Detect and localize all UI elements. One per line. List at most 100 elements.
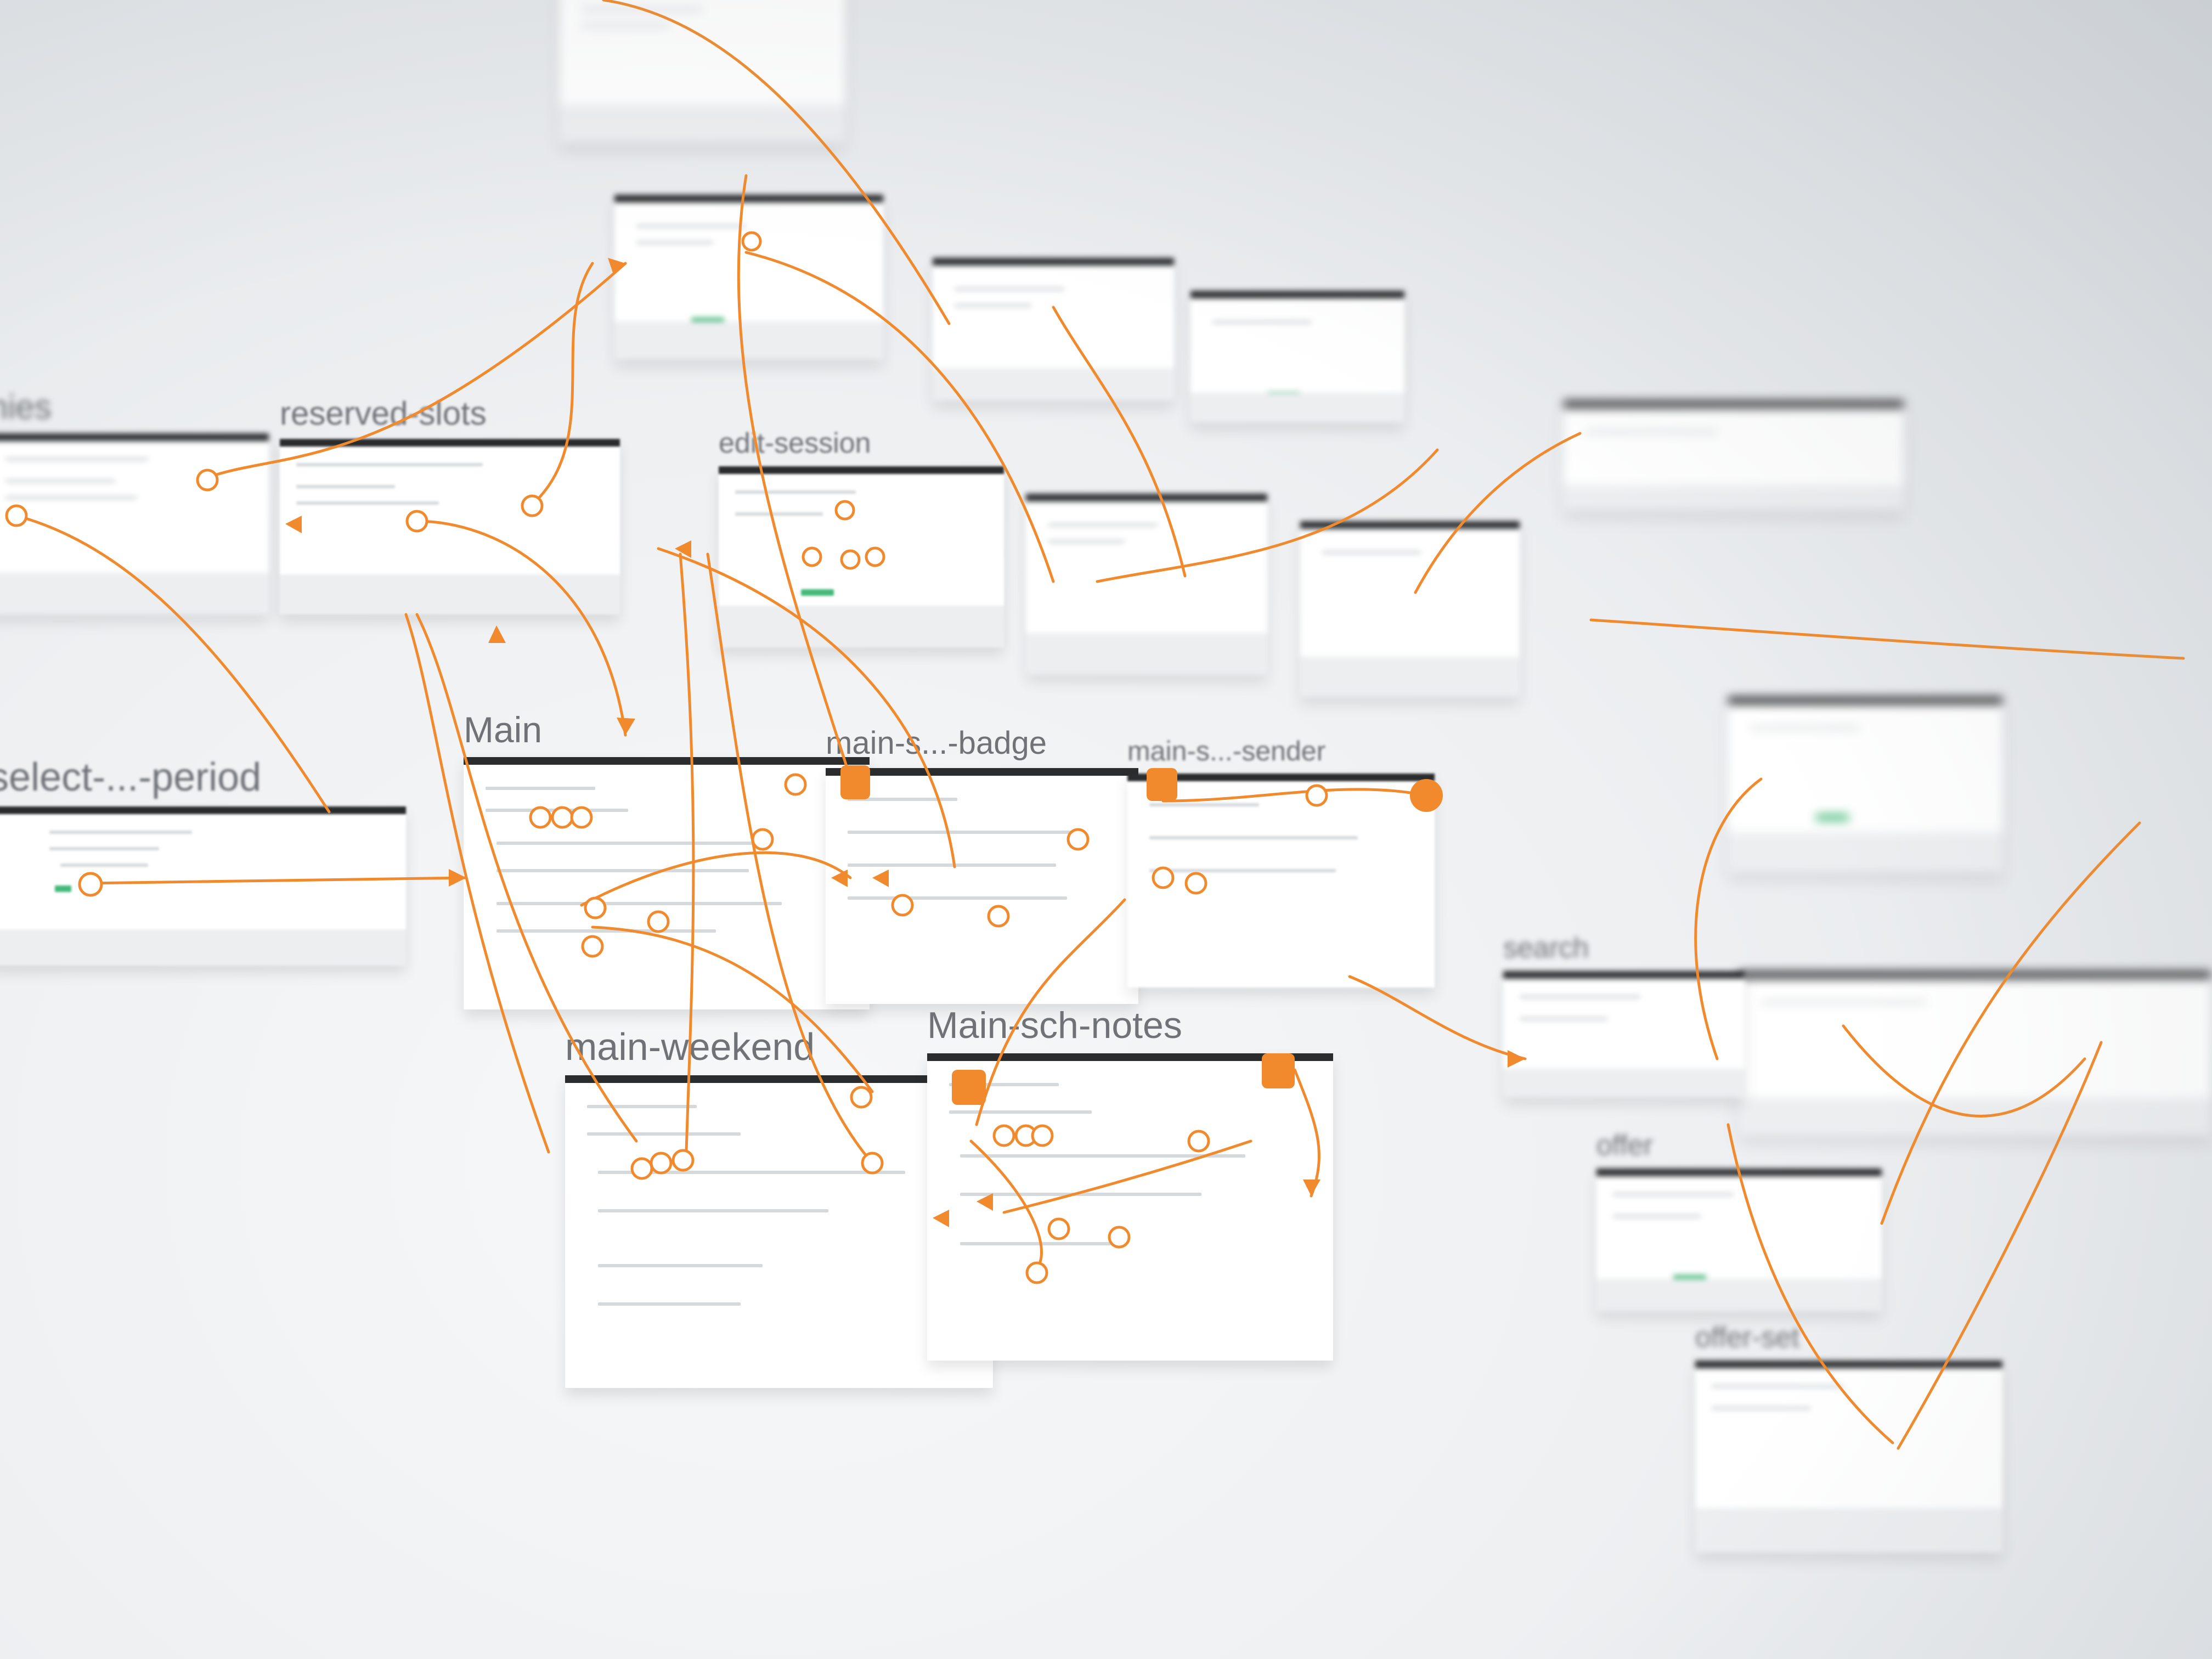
- artboard-blank-7[interactable]: [1728, 697, 2002, 872]
- link-curve[interactable]: [1726, 1123, 1894, 1444]
- link-hotspot[interactable]: [865, 546, 885, 567]
- link-hotspot[interactable]: [196, 469, 219, 492]
- link-curve[interactable]: [1161, 788, 1428, 803]
- artboard-search[interactable]: search: [1503, 932, 1745, 1097]
- link-curve[interactable]: [1052, 306, 1187, 578]
- artboard-blank-2[interactable]: [933, 258, 1174, 400]
- link-curve[interactable]: [207, 262, 627, 479]
- link-curve[interactable]: [1842, 1024, 2086, 1118]
- link-curve[interactable]: [531, 262, 594, 506]
- badge-icon[interactable]: [1147, 768, 1177, 801]
- arrowhead: [1508, 1050, 1525, 1068]
- link-hotspot[interactable]: [987, 905, 1010, 928]
- link-hotspot[interactable]: [1031, 1124, 1054, 1147]
- link-curve[interactable]: [975, 898, 1126, 1126]
- link-hotspot[interactable]: [521, 494, 544, 517]
- artboard-top[interactable]: [560, 0, 845, 143]
- arrowhead: [675, 540, 691, 558]
- link-curve[interactable]: [679, 552, 695, 1170]
- artboard-blank-8[interactable]: [1739, 971, 2211, 1136]
- artboard-title: offer-set: [1695, 1322, 1799, 1353]
- link-hotspot[interactable]: [840, 549, 861, 570]
- link-hotspot[interactable]: [1025, 1261, 1048, 1284]
- artboard-title: offer: [1596, 1130, 1654, 1161]
- artboard-offer[interactable]: offer: [1596, 1130, 1882, 1311]
- arrowhead: [872, 870, 889, 887]
- link-hotspot[interactable]: [672, 1149, 695, 1172]
- link-hotspot[interactable]: [1184, 872, 1207, 895]
- badge-icon[interactable]: [1410, 779, 1443, 812]
- link-curve[interactable]: [706, 552, 874, 1165]
- artboard-blank-4[interactable]: [1026, 494, 1267, 675]
- link-curve[interactable]: [1096, 448, 1439, 583]
- link-curve[interactable]: [580, 851, 852, 907]
- link-curve[interactable]: [1414, 432, 1582, 594]
- link-hotspot[interactable]: [1187, 1130, 1210, 1153]
- link-hotspot[interactable]: [1305, 784, 1328, 807]
- link-curve[interactable]: [1002, 1139, 1252, 1214]
- arrowhead: [608, 258, 625, 274]
- link-curve[interactable]: [15, 514, 331, 814]
- artboard-main-s-badge[interactable]: main-s...-badge: [826, 725, 1138, 1004]
- artboard-offer-set[interactable]: offer-set: [1695, 1322, 2002, 1553]
- link-hotspot[interactable]: [1108, 1226, 1131, 1249]
- link-curve[interactable]: [86, 876, 468, 885]
- link-hotspot[interactable]: [891, 894, 914, 917]
- link-curve[interactable]: [1589, 618, 2185, 660]
- link-hotspot[interactable]: [405, 510, 428, 533]
- link-curve[interactable]: [404, 613, 550, 1154]
- badge-icon[interactable]: [952, 1070, 986, 1105]
- artboard-blank-5[interactable]: [1300, 521, 1520, 697]
- link-curve[interactable]: [1694, 777, 1763, 1060]
- link-curve[interactable]: [591, 926, 874, 1093]
- link-hotspot[interactable]: [741, 231, 762, 252]
- link-curve[interactable]: [744, 251, 1055, 583]
- link-hotspot[interactable]: [751, 828, 774, 851]
- link-hotspot[interactable]: [650, 1152, 673, 1175]
- link-hotspot[interactable]: [584, 896, 607, 919]
- artboard-main-s-sender[interactable]: main-s...-sender: [1127, 736, 1435, 988]
- link-curve[interactable]: [1348, 975, 1527, 1060]
- link-hotspot[interactable]: [581, 935, 604, 958]
- arrowhead: [1303, 1180, 1321, 1196]
- link-hotspot[interactable]: [1047, 1217, 1070, 1240]
- link-curve[interactable]: [737, 174, 857, 797]
- arrowhead: [933, 1210, 949, 1227]
- artboard-select-period[interactable]: select-...-period: [0, 755, 406, 966]
- arrowhead: [488, 625, 506, 643]
- artboard-blank-6[interactable]: [1564, 400, 1904, 510]
- link-hotspot[interactable]: [992, 1124, 1015, 1147]
- link-curve[interactable]: [415, 613, 638, 1143]
- artboard-main-sch-notes[interactable]: Main-sch-notes: [927, 1005, 1333, 1361]
- artboard-blank-3[interactable]: [1190, 291, 1404, 422]
- link-hotspot[interactable]: [529, 806, 552, 829]
- link-hotspot[interactable]: [850, 1086, 873, 1109]
- badge-icon[interactable]: [1262, 1053, 1295, 1088]
- link-hotspot[interactable]: [630, 1157, 653, 1180]
- link-curve[interactable]: [415, 520, 627, 737]
- link-curve[interactable]: [657, 547, 956, 868]
- artboard-blank-1[interactable]: [614, 195, 883, 359]
- arrowhead: [449, 869, 466, 887]
- artboard-reserved-slots[interactable]: reserved-slots: [280, 395, 620, 614]
- link-hotspot[interactable]: [5, 504, 28, 527]
- link-hotspot[interactable]: [551, 806, 574, 829]
- link-hotspot[interactable]: [834, 500, 855, 521]
- arrowhead: [977, 1193, 993, 1211]
- link-curve[interactable]: [1293, 1068, 1321, 1198]
- link-hotspot[interactable]: [1066, 828, 1090, 851]
- link-hotspot[interactable]: [1152, 866, 1175, 889]
- link-hotspot[interactable]: [647, 910, 670, 933]
- link-hotspot[interactable]: [570, 806, 593, 829]
- link-curve[interactable]: [1897, 1041, 2103, 1450]
- link-curve[interactable]: [1880, 821, 2141, 1225]
- link-hotspot[interactable]: [802, 546, 822, 567]
- artboard-main-weekend[interactable]: main-weekend: [565, 1025, 993, 1388]
- link-hotspot[interactable]: [784, 773, 807, 796]
- link-hotspot[interactable]: [861, 1152, 884, 1175]
- link-curve[interactable]: [602, 0, 951, 325]
- badge-icon[interactable]: [840, 765, 870, 799]
- link-hotspot[interactable]: [78, 872, 103, 897]
